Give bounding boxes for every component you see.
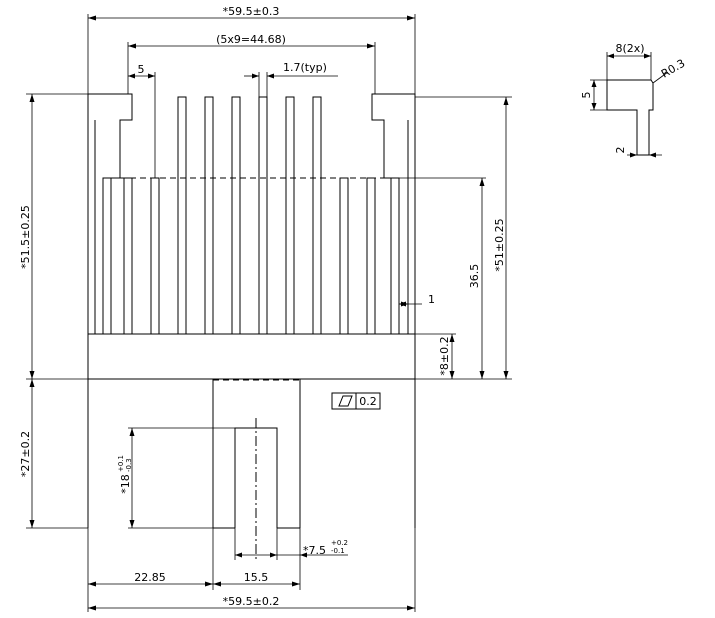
fin-length-label: 36.5	[468, 264, 481, 289]
top-view: *59.5±0.3 (5x9=44.68) 5 1.7(typ) *51.5±0…	[19, 5, 512, 410]
fin	[285, 96, 295, 335]
base-thickness-label: *8±0.2	[438, 336, 451, 375]
pad-height-label: *18	[119, 474, 132, 494]
slot-width-label: *7.5	[303, 544, 326, 557]
fin	[123, 177, 133, 335]
edge-pitch-label: 5	[138, 63, 145, 76]
fin	[258, 96, 268, 335]
bottom-view: *27±0.2 *18 +0.1 -0.3 *7.5 +0.2 -0.1 2	[19, 378, 416, 612]
overall-width-top-label: *59.5±0.3	[223, 5, 280, 18]
flatness-icon	[338, 395, 353, 407]
right-edge-fin	[371, 93, 416, 334]
overall-height-label: *51.5±0.25	[19, 205, 32, 269]
fin	[312, 96, 322, 335]
bottom-height-label: *27±0.2	[19, 431, 32, 477]
fin-thickness-label: 1.7(typ)	[283, 61, 327, 74]
pad-height-upper-tol: +0.1	[117, 455, 125, 472]
fin-pitch-total-label: (5x9=44.68)	[216, 33, 286, 46]
base-plate	[87, 333, 416, 380]
pad-width-label: 15.5	[244, 571, 269, 584]
fin	[150, 177, 160, 335]
detail-height-label: 5	[580, 92, 593, 99]
slot-width-upper-tol: +0.2	[331, 539, 348, 547]
fin	[390, 177, 400, 335]
fin	[339, 177, 349, 335]
fin-group	[102, 96, 400, 335]
fin-gap-label: 1	[428, 293, 435, 306]
detail-radius-label: R0.3	[659, 57, 687, 81]
detail-stem-label: 2	[614, 147, 627, 154]
overall-width-bottom-label: *59.5±0.2	[223, 595, 280, 608]
fin	[102, 177, 112, 335]
offset-left-label: 22.85	[134, 571, 166, 584]
fin	[177, 96, 187, 335]
detail-width-label: 8(2x)	[615, 42, 644, 55]
fin	[231, 96, 241, 335]
fin-detail-view: 8(2x) R0.3 5 2	[580, 42, 687, 158]
fin	[366, 177, 376, 335]
fin-region-height-label: *51±0.25	[493, 218, 506, 271]
fin	[204, 96, 214, 335]
slot-width-lower-tol: -0.1	[331, 547, 345, 555]
pad-height-lower-tol: -0.3	[125, 458, 133, 472]
detail-fin-profile	[606, 79, 654, 156]
flatness-value-label: 0.2	[359, 395, 377, 408]
